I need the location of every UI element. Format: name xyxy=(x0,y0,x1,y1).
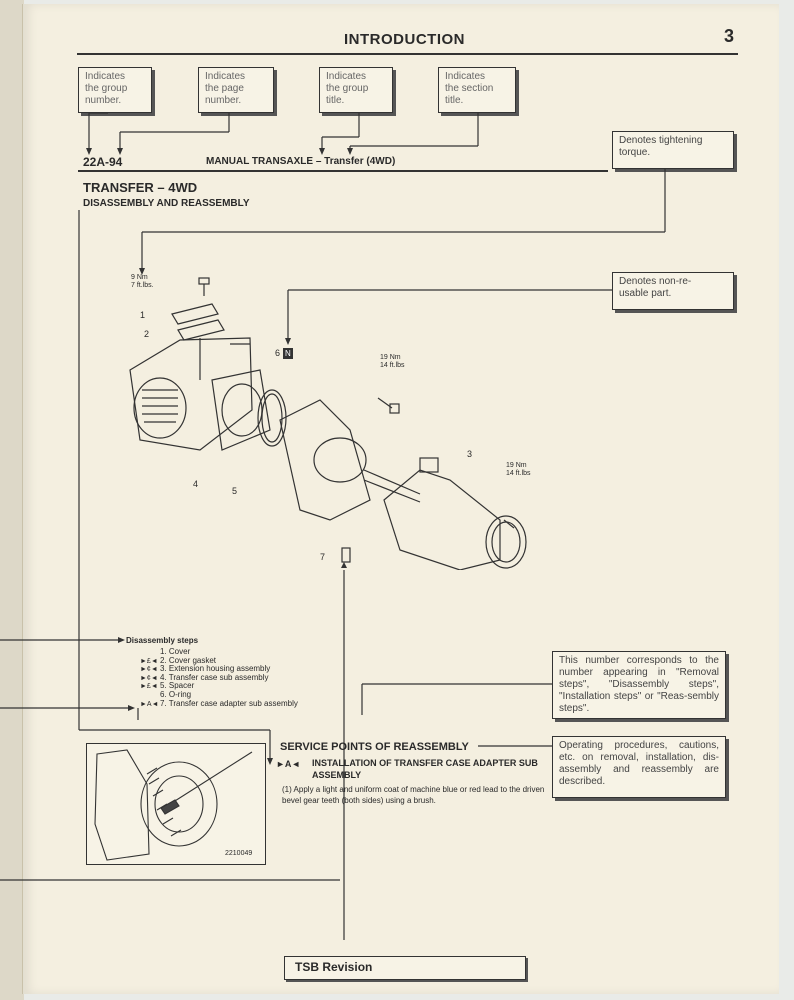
figure-code: 2210049 xyxy=(225,850,253,857)
subsection-title: DISASSEMBLY AND REASSEMBLY xyxy=(83,198,250,209)
step-item: ►£◄2. Cover gasket xyxy=(140,655,217,665)
part-label-5: 5 xyxy=(232,486,238,496)
callout-page-number: Indicates the page number. xyxy=(198,67,274,113)
torque-label-mid: 19 Nm 14 ft.lbs xyxy=(380,354,405,369)
transfer-exploded-diagram xyxy=(129,277,527,570)
part-label-4: 4 xyxy=(193,479,199,489)
step-item: ►A◄7. Transfer case adapter sub assembly xyxy=(140,698,298,708)
step-item: ►£◄5. Spacer xyxy=(140,681,195,691)
torque-label-right: 19 Nm 14 ft.lbs xyxy=(506,462,531,477)
callout-torque: Denotes tightening torque. xyxy=(612,131,734,169)
tsb-revision-box: TSB Revision xyxy=(284,956,526,980)
header-rule xyxy=(77,53,738,55)
step-item: 6. O-ring xyxy=(160,689,192,699)
step-item: ►¢◄3. Extension housing assembly xyxy=(140,664,271,674)
steps-list: 1. Cover ►£◄2. Cover gasket ►¢◄3. Extens… xyxy=(140,647,298,708)
manual-title-rule xyxy=(78,170,608,172)
callout-nonreusable: Denotes non-re- usable part. xyxy=(612,272,734,310)
section-title: TRANSFER – 4WD xyxy=(83,180,198,195)
steps-title: Disassembly steps xyxy=(126,636,199,645)
manual-group-title: MANUAL TRANSAXLE – Transfer (4WD) xyxy=(206,156,396,167)
callout-group-number: Indicates the group number. xyxy=(78,67,152,113)
page-number: 3 xyxy=(724,26,735,46)
step-item: 1. Cover xyxy=(160,647,191,656)
service-instruction: (1) Apply a light and uniform coat of ma… xyxy=(282,785,545,805)
callout-group-title: Indicates the group title. xyxy=(319,67,393,113)
page-title: INTRODUCTION xyxy=(344,31,465,48)
service-points-title: SERVICE POINTS OF REASSEMBLY xyxy=(280,741,469,753)
callout-steps-number: This number corresponds to the number ap… xyxy=(552,651,726,719)
part-label-3: 3 xyxy=(467,449,473,459)
binding-edge xyxy=(0,0,24,1000)
callout-service-points: Operating procedures, cautions, etc. on … xyxy=(552,736,726,798)
service-item-mark: ►A◄ xyxy=(276,759,301,769)
part-label-6: 6 xyxy=(275,348,281,358)
part-label-7: 7 xyxy=(320,552,326,562)
part-label-1: 1 xyxy=(140,310,146,320)
torque-label-top: 9 Nm 7 ft.lbs. xyxy=(131,274,154,289)
service-item-title: INSTALLATION OF TRANSFER CASE ADAPTER SU… xyxy=(312,758,538,780)
tsb-revision-label: TSB Revision xyxy=(295,960,373,974)
gear-brush-illustration xyxy=(94,749,253,861)
manual-page-code: 22A-94 xyxy=(83,155,123,169)
nonreusable-mark: N xyxy=(283,348,293,359)
step-item: ►¢◄4. Transfer case sub assembly xyxy=(140,672,269,682)
gear-brush-figure: 2210049 xyxy=(86,743,266,865)
callout-section-title: Indicates the section title. xyxy=(438,67,516,113)
part-label-2: 2 xyxy=(144,329,150,339)
